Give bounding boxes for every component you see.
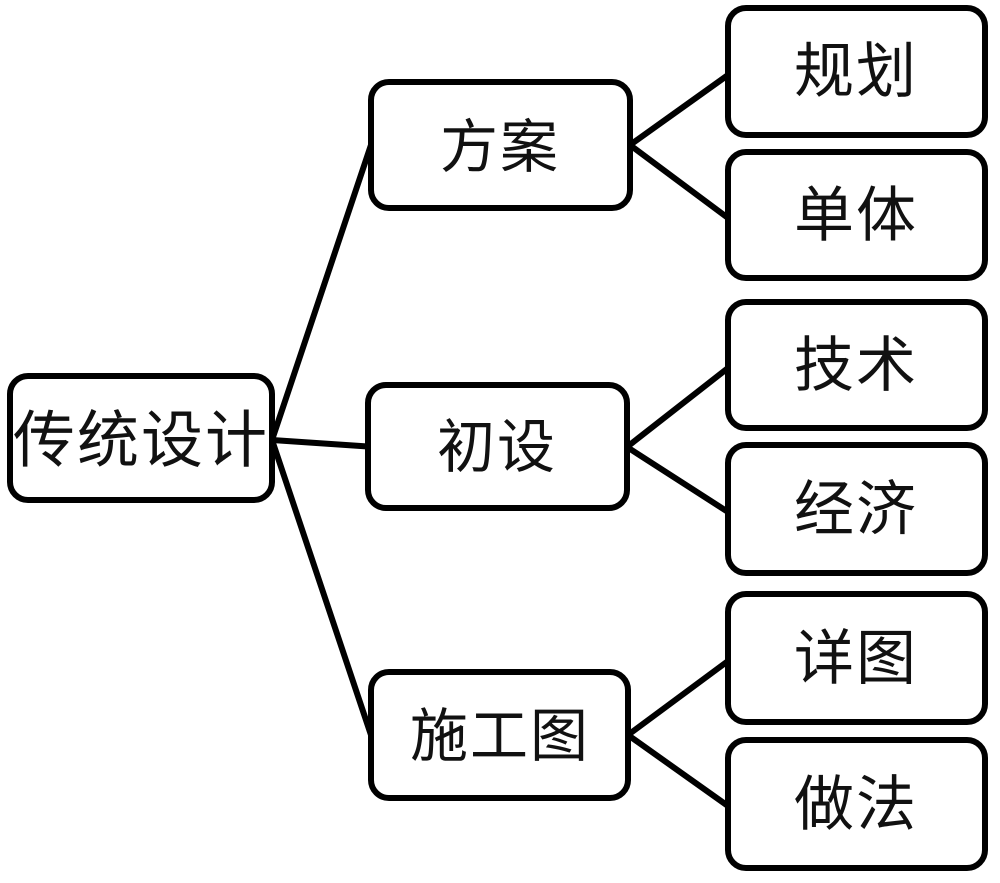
connector-root-to-shigongtu	[269, 437, 374, 738]
connector-shigongtu-to-zuofa	[625, 732, 731, 809]
node-leaf-guihua-box[interactable]	[725, 5, 988, 138]
node-branch-fangan-box[interactable]	[368, 79, 633, 211]
node-branch-shigongtu-label: 施工图	[410, 702, 590, 770]
branch-connector-group	[624, 72, 731, 809]
node-leaf-danti-label: 单体	[794, 181, 918, 251]
node-root-box[interactable]	[7, 373, 275, 503]
connector-chushe-to-jishu	[624, 365, 731, 450]
node-branch-chushe[interactable]: 初设	[365, 382, 630, 511]
node-branch-shigongtu[interactable]: 施工图	[368, 669, 631, 801]
node-leaf-zuofa[interactable]: 做法	[725, 737, 988, 871]
node-branch-fangan[interactable]: 方案	[368, 79, 633, 211]
node-leaf-xiangtu-box[interactable]	[725, 591, 988, 725]
node-leaf-danti[interactable]: 单体	[725, 149, 988, 281]
node-leaf-jingji-label: 经济	[794, 475, 918, 545]
node-branch-chushe-label: 初设	[437, 413, 557, 481]
root-connector-group	[269, 142, 374, 738]
node-leaf-zuofa-label: 做法	[794, 770, 918, 840]
connector-shigongtu-to-xiangtu	[625, 658, 731, 738]
connector-root-to-fangan	[269, 142, 374, 443]
node-leaf-jingji[interactable]: 经济	[725, 442, 988, 576]
node-leaf-danti-box[interactable]	[725, 149, 988, 281]
connector-root-to-chushe	[269, 437, 371, 450]
connector-fangan-to-danti	[627, 142, 731, 221]
node-leaf-jishu[interactable]: 技术	[725, 299, 988, 431]
node-leaf-xiangtu-label: 详图	[794, 624, 918, 694]
node-leaf-jishu-label: 技术	[794, 331, 918, 401]
node-root-label: 传统设计	[13, 404, 269, 477]
connector-chushe-to-jingji	[624, 444, 731, 515]
node-leaf-guihua-label: 规划	[794, 37, 918, 107]
connector-fangan-to-guihua	[627, 72, 731, 148]
node-branch-chushe-box[interactable]	[365, 382, 630, 511]
node-root[interactable]: 传统设计	[7, 373, 275, 503]
node-leaf-zuofa-box[interactable]	[725, 737, 988, 871]
node-leaf-jingji-box[interactable]	[725, 442, 988, 576]
node-branch-shigongtu-box[interactable]	[368, 669, 631, 801]
node-leaf-guihua[interactable]: 规划	[725, 5, 988, 138]
node-leaf-xiangtu[interactable]: 详图	[725, 591, 988, 725]
node-leaf-jishu-box[interactable]	[725, 299, 988, 431]
node-branch-fangan-label: 方案	[440, 113, 560, 181]
